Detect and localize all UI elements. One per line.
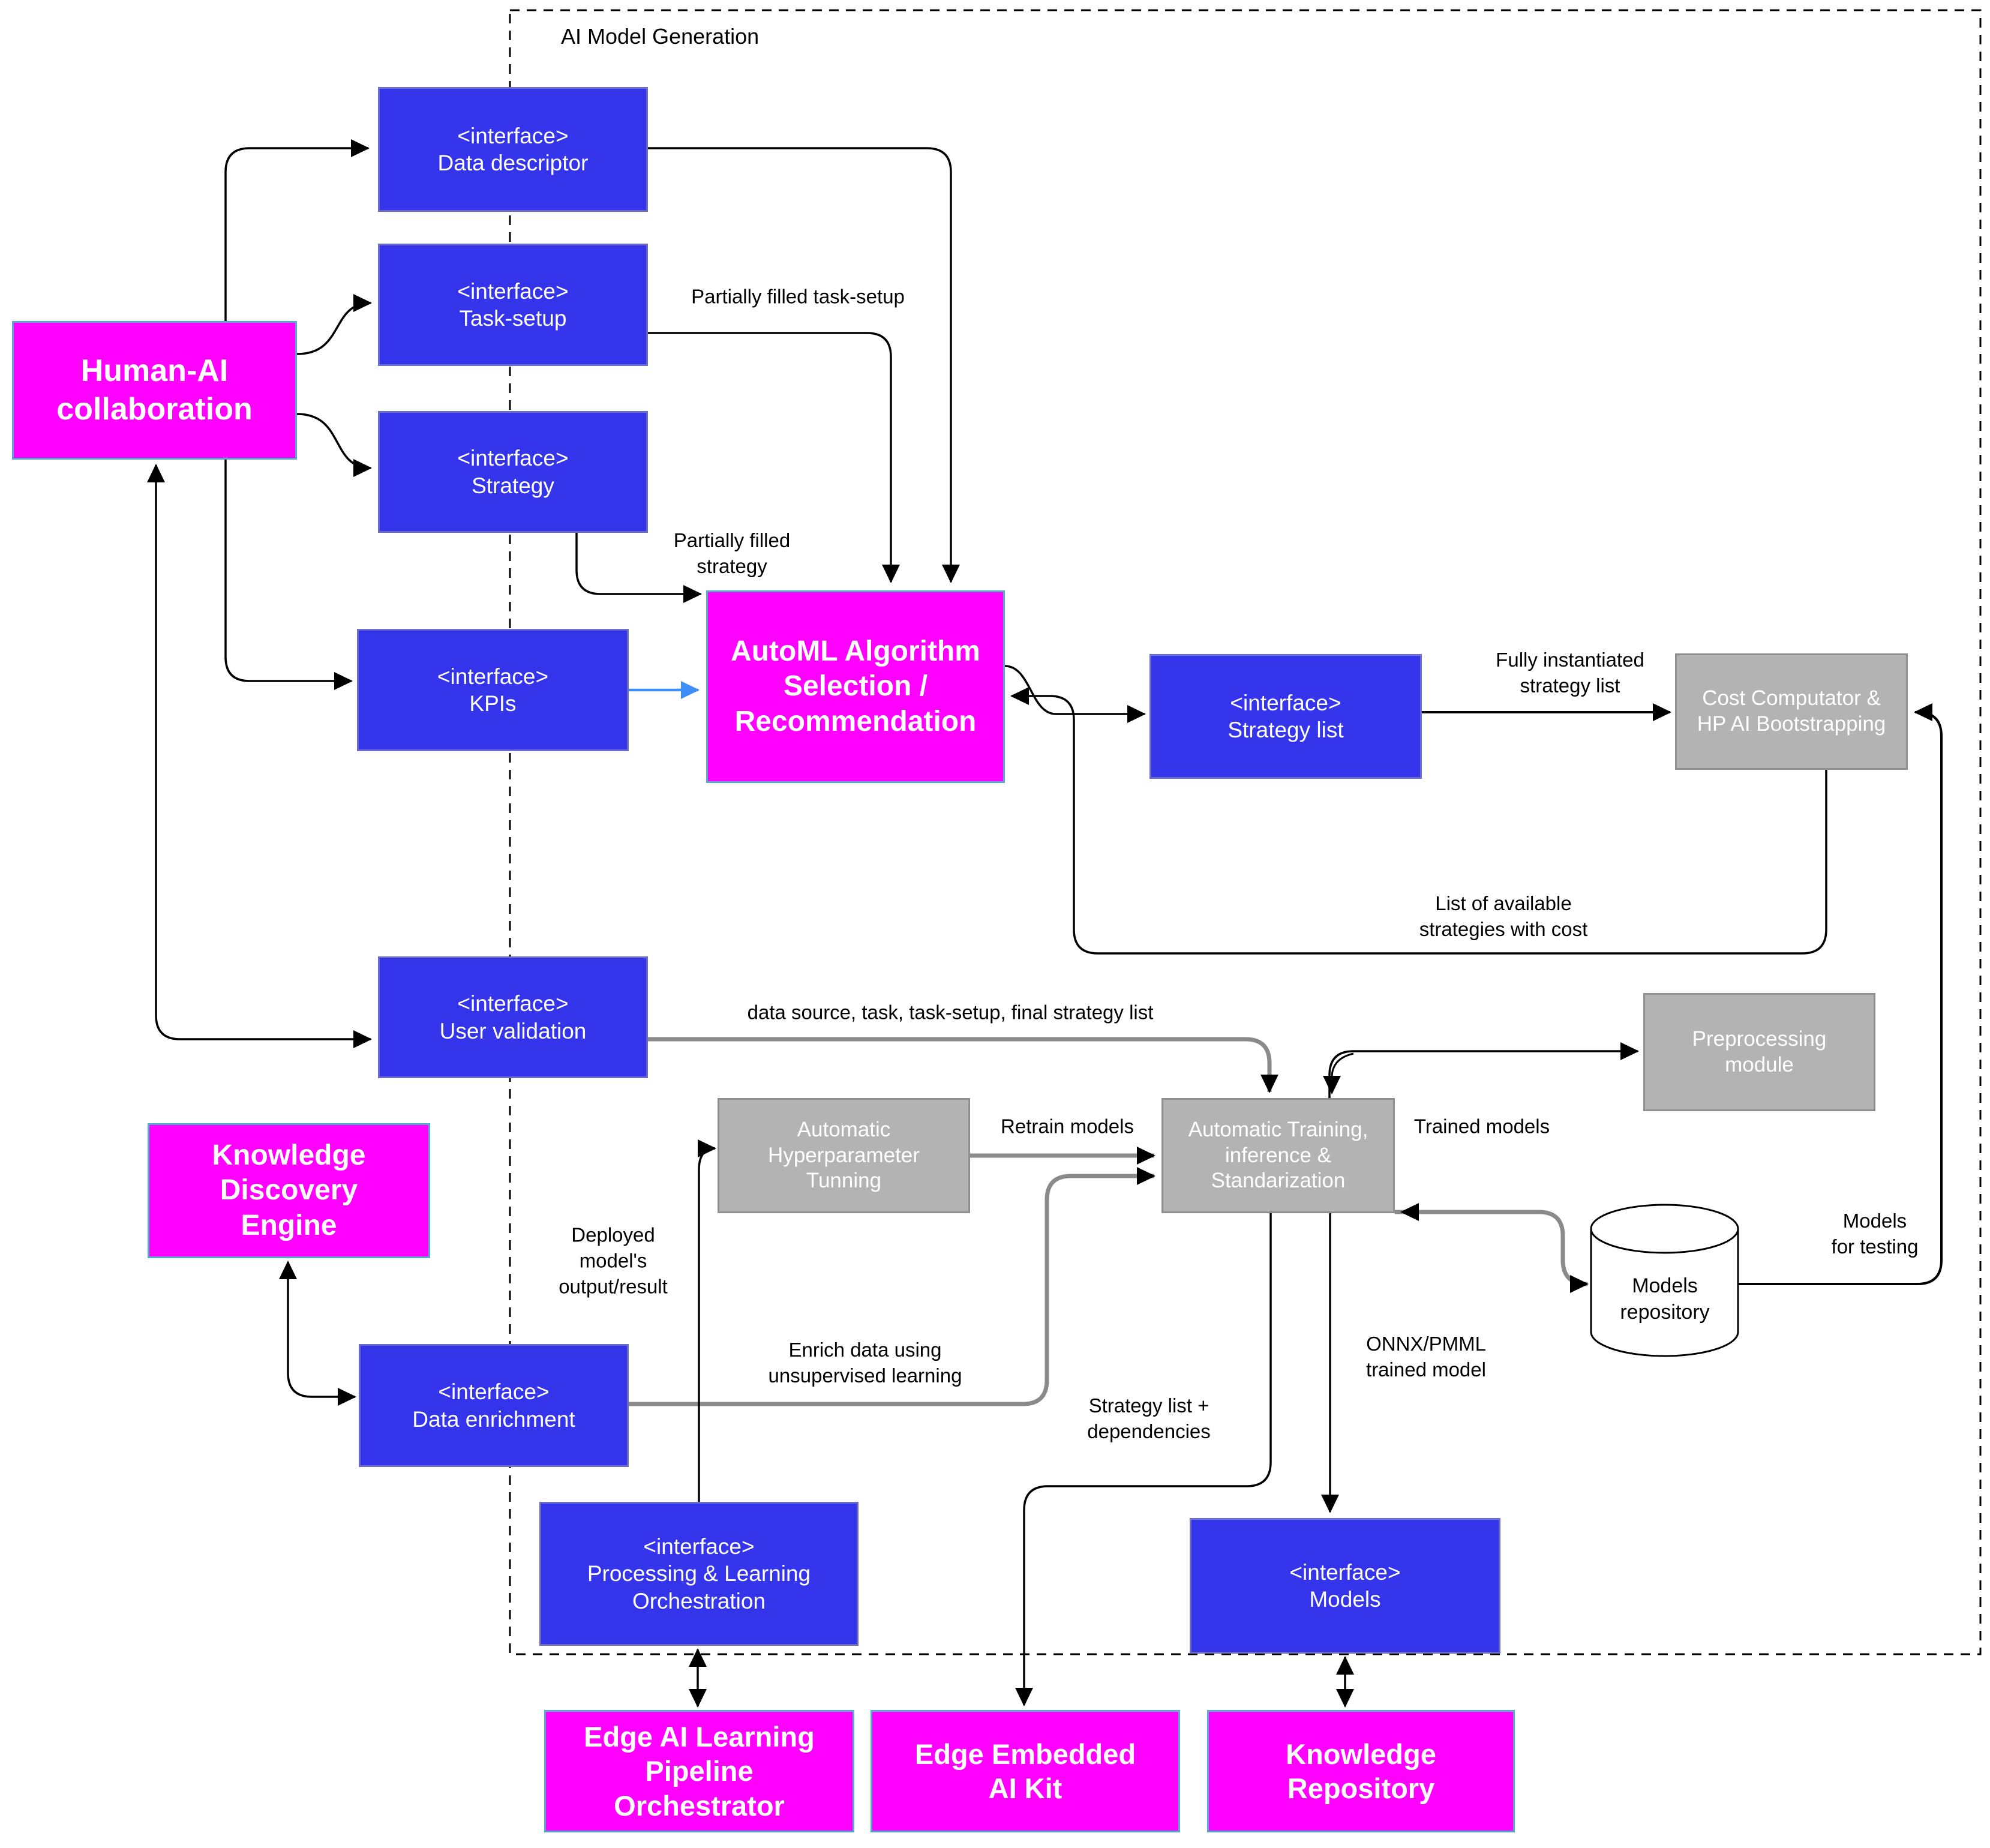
node-user-validation-label: <interface> User validation [439,991,587,1043]
node-automl-label: AutoML Algorithm Selection / Recommendat… [731,635,980,737]
node-kpis-label: <interface> KPIs [437,664,549,716]
edge-humanai-strategy [296,413,372,477]
edge-strategy-automl [575,533,702,603]
node-strategy-list: <interface> Strategy list [1149,654,1422,779]
node-models: <interface> Models [1190,1518,1500,1654]
edge-datadescriptor-automl [648,147,960,583]
edge-humanai-datadescriptor [224,139,370,321]
edge-training-repository [1395,1210,1589,1293]
node-strategy-list-label: <interface> Strategy list [1227,690,1344,742]
edge-automl-strategylist [1004,665,1146,723]
node-automatic-training: Automatic Training, inference & Standari… [1161,1098,1395,1213]
edge-training-edgekit [1015,1213,1272,1706]
label-strategy-list-dependencies: Strategy list + dependencies [1087,1394,1211,1442]
edge-cost-automl-feedback [1010,687,1827,955]
edge-training-preprocessing [1328,1042,1639,1098]
node-knowledge-repository: Knowledge Repository [1207,1710,1515,1832]
edge-kde-dataenrichment [279,1261,356,1406]
node-preprocessing-module: Preprocessing module [1643,993,1875,1111]
edge-tasksetup-automl [648,332,900,583]
label-partially-filled-strategy: Partially filled strategy [673,529,791,577]
label-data-source-task: data source, task, task-setup, final str… [747,1001,1154,1024]
node-strategy: <interface> Strategy [378,411,648,533]
edge-plo-hptunning [697,1139,716,1502]
container-title: AI Model Generation [561,24,760,49]
edge-uservalidation-humanai [147,464,372,1048]
models-repository-cylinder [1590,1204,1739,1357]
node-preprocessing-label: Preprocessing module [1692,1027,1827,1076]
node-data-enrichment-label: <interface> Data enrichment [412,1379,575,1432]
node-cost-computator-label: Cost Computator & HP AI Bootstrapping [1697,686,1886,736]
label-trained-models: Trained models [1413,1115,1550,1138]
label-list-of-available-strategies: List of available strategies with cost [1419,892,1588,940]
node-kpis: <interface> KPIs [357,629,629,751]
node-hp-tunning-label: Automatic Hyperparameter Tunning [768,1117,920,1193]
node-cost-computator: Cost Computator & HP AI Bootstrapping [1675,653,1908,770]
node-edge-embedded-label: Edge Embedded AI Kit [914,1738,1136,1804]
edge-dataenrichment-training [629,1167,1155,1406]
node-data-descriptor-label: <interface> Data descriptor [437,123,589,175]
edge-humanai-tasksetup [296,294,372,355]
edge-uservalidation-training [648,1037,1278,1093]
node-edge-ai-label: Edge AI Learning Pipeline Orchestrator [584,1721,815,1822]
node-human-ai-collaboration: Human-AI collaboration [12,321,297,460]
node-task-setup-label: <interface> Task-setup [457,278,569,331]
node-strategy-label: <interface> Strategy [457,446,569,498]
node-data-enrichment: <interface> Data enrichment [359,1344,629,1467]
edge-repository-cost [1738,703,1943,1285]
node-data-descriptor: <interface> Data descriptor [378,87,648,212]
label-enrich-data: Enrich data using unsupervised learning [768,1339,962,1387]
node-task-setup: <interface> Task-setup [378,244,648,366]
node-knowledge-repository-label: Knowledge Repository [1286,1738,1436,1804]
node-edge-ai-learning-pipeline-orchestrator: Edge AI Learning Pipeline Orchestrator [544,1710,854,1832]
node-automatic-hyperparameter-tunning: Automatic Hyperparameter Tunning [718,1098,970,1213]
models-repository-label: Models repository [1620,1274,1710,1324]
label-fully-instantiated-strategy-list: Fully instantiated strategy list [1496,649,1644,697]
label-models-for-testing: Models for testing [1831,1210,1919,1258]
node-automatic-training-label: Automatic Training, inference & Standari… [1188,1117,1368,1193]
edge-preprocessing-training [1323,1052,1354,1094]
label-retrain-models: Retrain models [1001,1115,1134,1138]
label-partially-filled-task-setup: Partially filled task-setup [691,285,905,308]
node-processing-learning-orchestration: <interface> Processing & Learning Orches… [539,1502,859,1646]
node-knowledge-discovery-engine: Knowledge Discovery Engine [148,1123,430,1258]
node-human-ai-collaboration-label: Human-AI collaboration [56,353,253,427]
node-edge-embedded-ai-kit: Edge Embedded AI Kit [871,1710,1180,1832]
node-models-label: <interface> Models [1289,1559,1401,1612]
node-user-validation: <interface> User validation [378,956,648,1078]
node-kde-label: Knowledge Discovery Engine [212,1139,366,1241]
label-onnx-pmml: ONNX/PMML trained model [1366,1333,1486,1381]
node-plo-label: <interface> Processing & Learning Orches… [587,1534,811,1613]
ai-model-generation-container [509,9,1982,1655]
node-automl-algorithm-selection: AutoML Algorithm Selection / Recommendat… [706,590,1005,783]
edge-humanai-kpis [224,460,353,690]
label-deployed-model-output: Deployed model's output/result [559,1223,668,1298]
